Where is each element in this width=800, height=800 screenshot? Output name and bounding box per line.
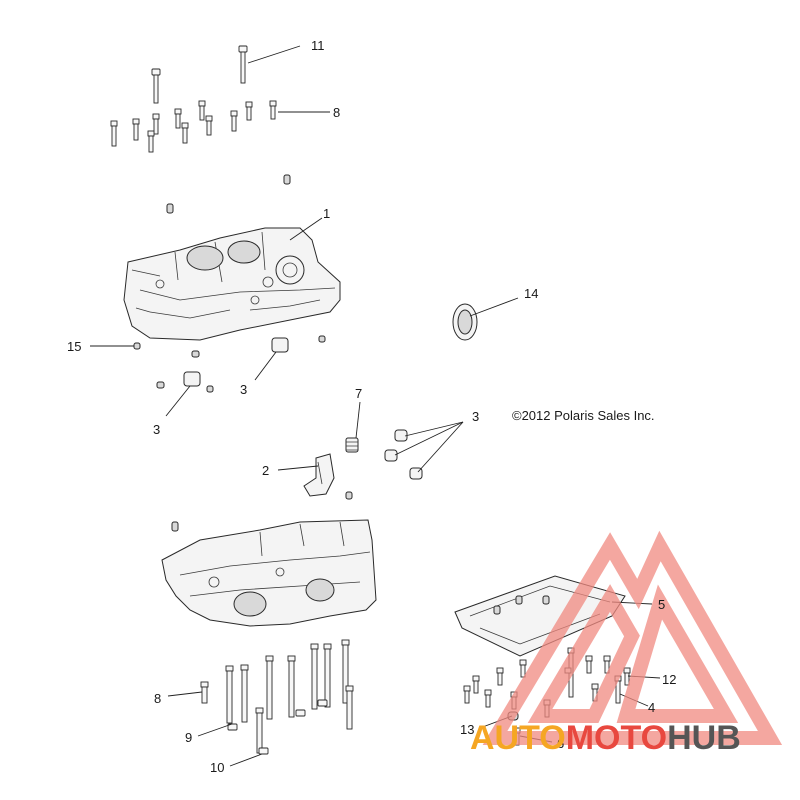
callout-15: 15 [67,339,81,354]
callout-7: 7 [355,386,362,401]
callout-4: 4 [648,700,655,715]
top-bolt-cluster [110,45,291,214]
lower-bolt-cluster [200,639,354,755]
watermark-text: AUTOMOTOHUB [470,719,741,757]
callout-3-left: 3 [153,422,160,437]
watermark-auto: AUTO [470,719,566,757]
bracket-2 [303,453,353,500]
callout-8-top: 8 [333,105,340,120]
dowel-pins [166,174,291,214]
callout-12: 12 [662,672,676,687]
bearings-3-right [384,429,423,480]
callout-14: 14 [524,286,538,301]
watermark-moto: MOTO [566,719,667,757]
callout-8-bottom: 8 [154,691,161,706]
lower-crankcase [161,519,377,627]
callout-1: 1 [323,206,330,221]
callout-3-right: 3 [472,409,479,424]
bolt-short-set [110,100,277,153]
callout-11: 11 [311,38,325,53]
callout-labels: 11 8 1 15 3 3 14 7 3 2 8 9 10 5 12 4 13 … [67,38,676,775]
watermark-logo [482,530,783,745]
callout-10: 10 [210,760,224,775]
callout-2: 2 [262,463,269,478]
oil-seal-14 [452,303,478,341]
upper-crankcase [123,227,341,341]
watermark-hub: HUB [667,719,741,757]
small-dowels-upper [133,335,326,393]
copyright-notice: ©2012 Polaris Sales Inc. [512,408,655,423]
callout-5: 5 [658,597,665,612]
spring-7 [345,437,359,453]
callout-6: 6 [557,736,564,751]
callout-13: 13 [460,722,474,737]
bearing-3-upper [183,337,289,387]
bolt-long-top [151,68,161,104]
callout-9: 9 [185,730,192,745]
callout-3-center: 3 [240,382,247,397]
leader-lines [90,45,661,767]
bolt-11 [238,45,248,84]
